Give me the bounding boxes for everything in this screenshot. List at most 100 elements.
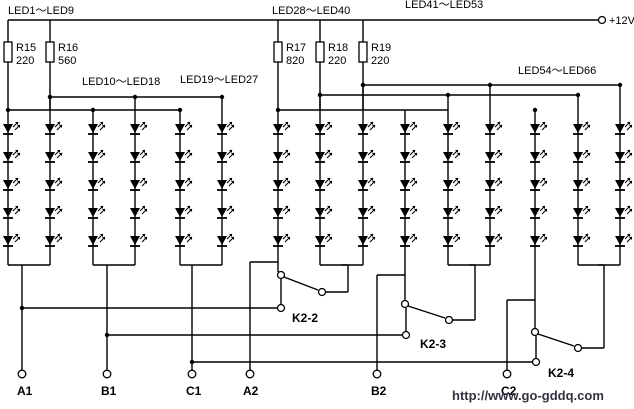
led-diode-icon bbox=[530, 177, 548, 191]
led-diode-icon bbox=[45, 121, 63, 135]
terminals: A1 B1 C1 A2 B2 C2 bbox=[17, 369, 517, 398]
led-diode-icon bbox=[443, 121, 461, 135]
led-column bbox=[273, 107, 291, 247]
led-column bbox=[615, 82, 633, 265]
led-diode-icon bbox=[175, 149, 193, 163]
terminal-b2: B2 bbox=[371, 384, 387, 398]
led-column bbox=[3, 107, 21, 265]
led-diode-icon bbox=[400, 233, 418, 247]
led-column bbox=[175, 107, 193, 265]
led-diode-icon bbox=[573, 233, 591, 247]
led-diode-icon bbox=[615, 121, 633, 135]
led-column bbox=[485, 82, 503, 265]
led-diode-icon bbox=[358, 233, 376, 247]
led-column bbox=[45, 94, 63, 265]
led-diode-icon bbox=[3, 205, 21, 219]
led-diode-icon bbox=[573, 121, 591, 135]
led-diode-icon bbox=[217, 233, 235, 247]
led-diode-icon bbox=[443, 177, 461, 191]
led-diode-icon bbox=[315, 177, 333, 191]
led-diode-icon bbox=[130, 205, 148, 219]
supply-label: +12V bbox=[609, 15, 634, 27]
led-diode-icon bbox=[217, 177, 235, 191]
switch-k2-2-label: K2-2 bbox=[292, 311, 318, 325]
led-diode-icon bbox=[358, 205, 376, 219]
led-diode-icon bbox=[400, 149, 418, 163]
led-column bbox=[130, 94, 148, 265]
led-diode-icon bbox=[88, 177, 106, 191]
led-diode-icon bbox=[273, 233, 291, 247]
led-diode-icon bbox=[400, 205, 418, 219]
led-diode-icon bbox=[45, 177, 63, 191]
led-diode-icon bbox=[175, 121, 193, 135]
led-diode-icon bbox=[485, 121, 503, 135]
led-diode-icon bbox=[358, 121, 376, 135]
led-diode-icon bbox=[45, 149, 63, 163]
resistor-r15-name: R15 bbox=[16, 42, 36, 54]
resistor-r16-value: 560 bbox=[58, 55, 76, 67]
led-diode-icon bbox=[273, 149, 291, 163]
led-diode-icon bbox=[358, 177, 376, 191]
switch-k2-3: K2-3 bbox=[376, 240, 476, 370]
led-diode-icon bbox=[130, 121, 148, 135]
led-diode-icon bbox=[175, 177, 193, 191]
resistor-r17-value: 820 bbox=[286, 55, 304, 67]
switch-k2-3-label: K2-3 bbox=[420, 337, 446, 351]
resistor-r16-name: R16 bbox=[58, 42, 78, 54]
switch-k2-4: K2-4 bbox=[506, 240, 605, 380]
led-diode-icon bbox=[530, 121, 548, 135]
led-diode-icon bbox=[615, 149, 633, 163]
led-column bbox=[88, 107, 106, 265]
led-column bbox=[400, 110, 418, 247]
led-diode-icon bbox=[88, 121, 106, 135]
led-column bbox=[217, 94, 235, 265]
led-diode-icon bbox=[443, 149, 461, 163]
resistor-r19: R19 220 bbox=[358, 20, 391, 110]
led-diode-icon bbox=[175, 233, 193, 247]
led-diode-icon bbox=[530, 149, 548, 163]
resistor-r15-value: 220 bbox=[16, 55, 34, 67]
led-diode-icon bbox=[485, 149, 503, 163]
led-diode-icon bbox=[485, 233, 503, 247]
resistor-r19-value: 220 bbox=[371, 55, 389, 67]
resistor-r17-name: R17 bbox=[286, 42, 306, 54]
led-diode-icon bbox=[273, 205, 291, 219]
group-label-led41-53: LED41～LED53 bbox=[405, 0, 483, 11]
led-diode-icon bbox=[3, 177, 21, 191]
resistor-r15: R15 220 bbox=[3, 20, 36, 110]
led-diode-icon bbox=[130, 149, 148, 163]
led-diode-icon bbox=[615, 205, 633, 219]
led-diode-icon bbox=[3, 233, 21, 247]
led-diode-icon bbox=[315, 233, 333, 247]
led-diode-icon bbox=[217, 121, 235, 135]
led-diode-icon bbox=[573, 149, 591, 163]
terminal-a2: A2 bbox=[243, 384, 259, 398]
led-diode-icon bbox=[217, 205, 235, 219]
led-diode-icon bbox=[358, 149, 376, 163]
led-column bbox=[443, 92, 461, 265]
led-column bbox=[530, 107, 548, 247]
led-diode-icon bbox=[573, 205, 591, 219]
led-diode-icon bbox=[615, 233, 633, 247]
led-diode-icon bbox=[400, 121, 418, 135]
led-diode-icon bbox=[88, 149, 106, 163]
led-diode-icon bbox=[530, 205, 548, 219]
group-label-led1-9: LED1～LED9 bbox=[8, 5, 74, 17]
terminal-a1: A1 bbox=[17, 384, 33, 398]
resistor-r19-name: R19 bbox=[371, 42, 391, 54]
led-diode-icon bbox=[443, 233, 461, 247]
led-diode-icon bbox=[88, 233, 106, 247]
led-column bbox=[573, 92, 591, 265]
led-diode-icon bbox=[315, 205, 333, 219]
group-label-led54-66: LED54～LED66 bbox=[518, 65, 596, 77]
watermark-url: http://www.go-gddq.com bbox=[452, 388, 604, 403]
led-columns bbox=[3, 82, 633, 265]
group-label-led28-40: LED28～LED40 bbox=[272, 5, 350, 17]
terminal-b1: B1 bbox=[101, 384, 117, 398]
led-diode-icon bbox=[400, 177, 418, 191]
switch-k2-2: K2-2 bbox=[249, 240, 349, 370]
led-diode-icon bbox=[3, 149, 21, 163]
terminal-c2: C2 bbox=[501, 384, 517, 398]
led-diode-icon bbox=[45, 205, 63, 219]
